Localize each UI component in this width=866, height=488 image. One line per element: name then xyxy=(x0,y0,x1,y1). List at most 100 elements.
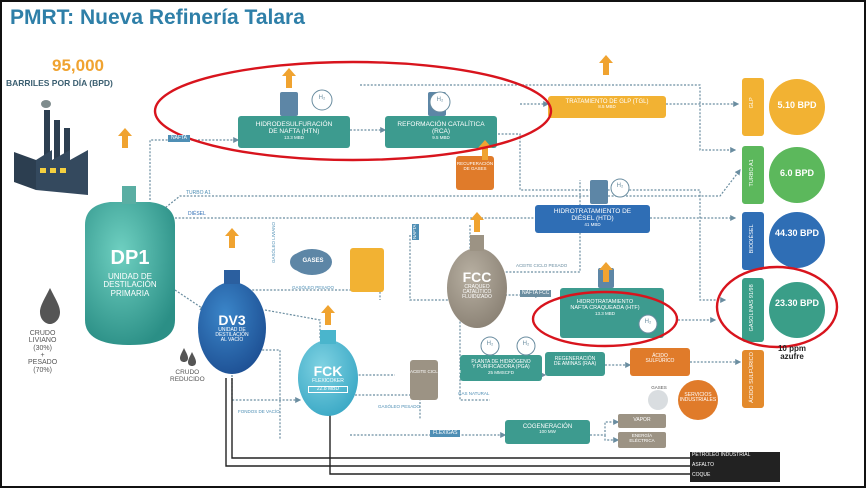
h2-label: H₂ xyxy=(318,95,326,101)
stream-flexigas: FLEXIGAS xyxy=(430,430,461,438)
crudo-reducido-2: REDUCIDO xyxy=(170,375,205,383)
dp1-l1: UNIDAD DE xyxy=(107,272,152,281)
product-value-gasolinas: 23.30 BPD xyxy=(774,298,820,308)
h2-label: H₂ xyxy=(616,183,624,189)
bottom-pipelines xyxy=(225,378,690,475)
dv3-code: DV3 xyxy=(218,312,246,328)
product-value-biodiesel: 44.30 BPD xyxy=(774,228,820,238)
dp1-code: DP1 xyxy=(110,247,150,269)
glp-l1: TRATAMIENTO DE GLP (TGL) xyxy=(565,99,649,105)
pga-label: PLANTA DE HIDRÓGENO Y PURIFICADORA (PGA)… xyxy=(460,359,542,375)
bottom-line-label-3: COQUE xyxy=(692,472,711,478)
product-label-acido: ÁCIDO SULFÚRICO xyxy=(749,352,756,403)
product-value-glp: 5.10 BPD xyxy=(777,100,817,110)
recuperacion-label: RECUPERACIÓN DE GASES xyxy=(456,161,494,171)
htf-sub: 13.3 MBD xyxy=(594,310,615,316)
drop-icon xyxy=(180,348,188,362)
feed-crudo: CRUDO xyxy=(29,330,56,337)
htd-box xyxy=(535,180,650,233)
htn-box xyxy=(238,92,350,148)
fck-unit xyxy=(298,330,358,416)
crudo-reducido-label: CRUDO REDUCIDO xyxy=(170,369,205,384)
fck-l2: 22.8 MBD xyxy=(308,385,348,394)
feed-pesado-pct: (70%) xyxy=(33,366,52,374)
feed-pesado: PESADO xyxy=(28,359,58,367)
vapor-label: VAPOR xyxy=(633,417,651,423)
fcc-l2: CATALÍTICO xyxy=(462,288,492,295)
acido-label: ÁCIDO SULFÚRICO xyxy=(630,353,690,365)
cogeneracion-l1: COGENERACIÓN xyxy=(522,424,573,430)
acido-l1: ÁCIDO xyxy=(652,353,668,359)
dv3-unit xyxy=(198,270,266,374)
product-label-biodiesel: BIODIÉSEL xyxy=(749,224,756,254)
capacity-value: 95,000 xyxy=(52,56,104,75)
servicios-box xyxy=(678,380,718,420)
raa-l2: DE AMINAS (RAA) xyxy=(553,361,597,368)
fcc-unit xyxy=(447,235,507,328)
feed-label: CRUDO LIVIANO (30%) + PESADO (70%) xyxy=(28,330,57,374)
stream-gasoleo-pesado: GASÓLEO PESADO xyxy=(292,285,335,290)
raa-box xyxy=(545,352,605,376)
aceite-box xyxy=(410,360,438,400)
fcc-l3: FLUIDIZADO xyxy=(462,294,492,301)
product-label-gasolinas: GASOLINAS 91/98 xyxy=(749,284,756,332)
dv3-l3: AL VACÍO xyxy=(220,337,244,344)
htf-label: HIDROTRATAMIENTO NAFTA CRAQUEADA (HTF) 1… xyxy=(560,299,650,316)
crudo-reducido-1: CRUDO xyxy=(175,369,200,376)
servicios-l2: INDUSTRIALES xyxy=(679,397,717,404)
stream-gasoleo-pesado-2: GASÓLEO PESADO xyxy=(378,404,421,409)
stream-aceite-ciclo: ACEITE CICLO PESADO xyxy=(516,263,568,268)
raa-label: REGENERACIÓN DE AMINAS (RAA) xyxy=(545,356,605,368)
rca-label: REFORMACIÓN CATALÍTICA (RCA) 9.5 MBD xyxy=(385,121,497,140)
gases-cloud-label: GASES xyxy=(302,258,324,264)
rca-l2: (RCA) xyxy=(431,127,451,135)
h2-circles xyxy=(311,89,658,356)
htf-l2: NAFTA CRAQUEADA (HTF) xyxy=(570,304,640,311)
raa-l1: REGENERACIÓN xyxy=(554,356,596,362)
energia-label: ENERGÍA ELÉCTRICA xyxy=(618,433,666,443)
acido-l2: SULFÚRICO xyxy=(645,358,675,365)
glp-sub: 8.5 MBD xyxy=(598,104,616,110)
gases-cloud xyxy=(290,249,332,275)
stream-nafta: NAFTA xyxy=(168,135,191,143)
h2-label: H₂ xyxy=(644,319,652,325)
glp-box xyxy=(548,96,666,118)
aceite-label: ACEITE CICLO PESADO xyxy=(410,369,462,374)
stream-nafta-v: NAFTA xyxy=(412,223,419,240)
fcc-code: FCC xyxy=(462,269,492,285)
crude-drop-icon xyxy=(40,288,60,324)
pga-l2: Y PURIFICADORA (PGA) xyxy=(472,364,530,371)
product-value-acido: 10 ppm azufre xyxy=(777,344,806,362)
dp1-l2: DESTILACIÓN xyxy=(103,280,157,290)
h2-label: H₂ xyxy=(486,341,494,347)
recuperacion-l1: RECUPERACIÓN xyxy=(456,161,494,166)
pga-l1: PLANTA DE HIDRÓGENO xyxy=(471,359,531,365)
recuperacion-gases-box xyxy=(456,156,494,190)
servicios-l1: SERVICIOS xyxy=(684,392,712,398)
rca-l1: REFORMACIÓN CATALÍTICA xyxy=(397,121,485,128)
fck-code: FCK xyxy=(313,363,343,379)
stream-gasoleo-liviano: GASÓLEO LIVIANO xyxy=(271,221,276,263)
feed-liviano: LIVIANO xyxy=(28,337,57,345)
h2-label: H₂ xyxy=(436,97,444,103)
drop-icon xyxy=(188,352,196,366)
bottom-line-label-2: ASFALTO xyxy=(692,462,715,468)
dp1-label: DP1 UNIDAD DE DESTILACIÓN PRIMARIA xyxy=(96,248,164,298)
acido-box xyxy=(630,348,690,376)
dv3-l1: UNIDAD DE xyxy=(218,326,246,333)
energia-l2: ELÉCTRICA xyxy=(629,437,655,443)
product-columns xyxy=(742,78,825,408)
pga-sub: 25 MMSCFD xyxy=(487,369,514,375)
servicios-label: SERVICIOS INDUSTRIALES xyxy=(678,392,718,404)
htf-l1: HIDROTRATAMIENTO xyxy=(576,299,634,305)
fcc-l1: CRAQUEO xyxy=(464,283,490,290)
htd-l1: HIDROTRATAMIENTO DE xyxy=(553,208,632,215)
glp-label: TRATAMIENTO DE GLP (TGL) 8.5 MBD xyxy=(548,99,666,110)
cogeneracion-sub: 100 MW xyxy=(539,429,556,435)
pga-box xyxy=(460,355,542,381)
htd-label: HIDROTRATAMIENTO DE DIÉSEL (HTD) 41 MBD xyxy=(535,208,650,227)
fck-l1: FLEXICOKER xyxy=(312,377,344,384)
dv3-label: DV3 UNIDAD DE DESTILACIÓN AL VACÍO xyxy=(206,313,258,343)
